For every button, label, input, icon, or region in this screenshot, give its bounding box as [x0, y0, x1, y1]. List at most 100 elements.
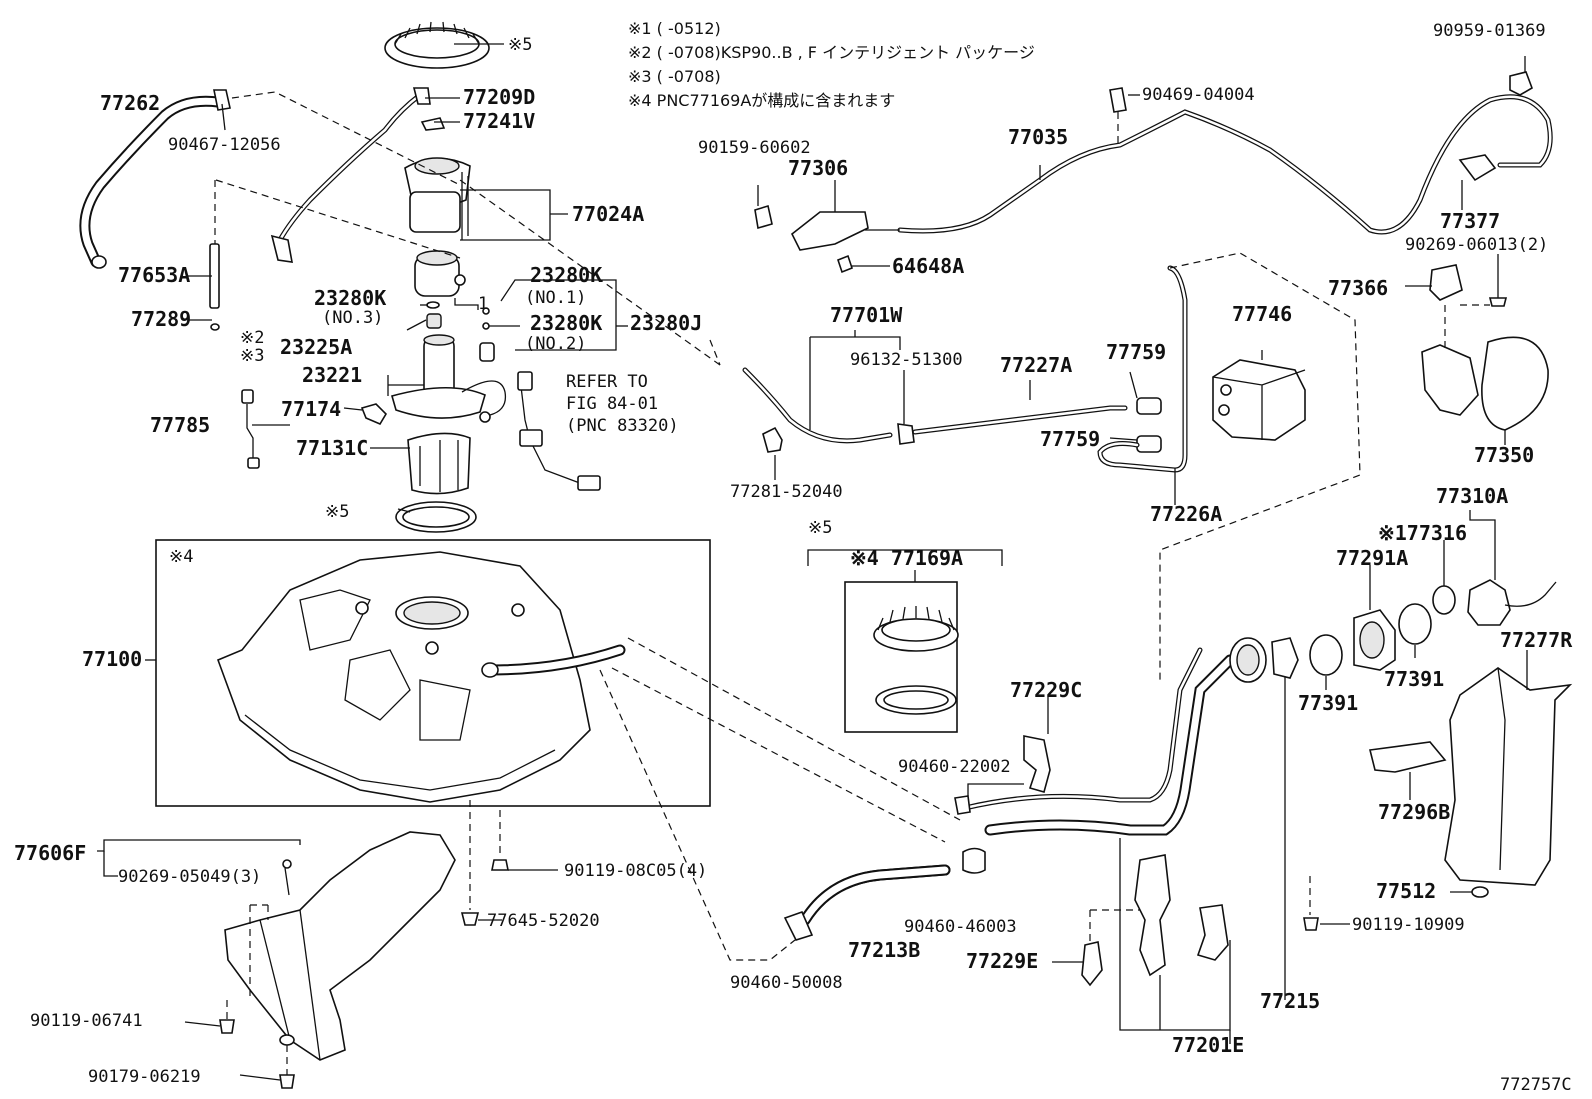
label-no3: (NO.3) [322, 308, 383, 328]
label-90469: 90469-04004 [1142, 85, 1255, 105]
label-23280K-no1: 23280K [530, 263, 602, 287]
label-4-box: ※4 [169, 547, 193, 567]
label-5-ring: ※5 [325, 502, 349, 522]
fuel-door-77350 [1481, 336, 1549, 431]
label-no2: (NO.2) [525, 334, 586, 354]
label-90119-10909: 90119-10909 [1352, 915, 1465, 935]
breather-lines [459, 179, 1361, 680]
hose-77759-a [1136, 397, 1162, 415]
label-77277R: 77277R [1500, 628, 1573, 652]
label-77785: 77785 [150, 413, 210, 437]
label-77350: 77350 [1474, 443, 1534, 467]
fuel-cap-77310A [1467, 579, 1511, 626]
label-90159: 90159-60602 [698, 138, 811, 158]
label-77209D: 77209D [463, 85, 535, 109]
refer-line-1: REFER TO [566, 372, 648, 392]
label-90959: 90959-01369 [1433, 21, 1546, 41]
callout-lines-pump [188, 43, 628, 513]
note-1: ※1 ( -0512) [628, 19, 721, 38]
label-77701W: 77701W [830, 303, 903, 327]
label-77391-b: 77391 [1384, 667, 1444, 691]
gasket-77391-b [1398, 603, 1432, 645]
label-90179: 90179-06219 [88, 1067, 201, 1087]
label-23221: 23221 [302, 363, 362, 387]
label-90460-22002: 90460-22002 [898, 757, 1011, 777]
clamp-90467 [213, 89, 231, 111]
label-77024A: 77024A [572, 202, 644, 226]
refer-line-3: (PNC 83320) [566, 416, 679, 436]
label-77310A: 77310A [1436, 484, 1508, 508]
label-77035: 77035 [1008, 125, 1068, 149]
grommet-90959 [1509, 71, 1533, 96]
tank-protector [97, 800, 558, 1089]
label-5-top: ※5 [508, 35, 532, 55]
gasket-77391-a [1309, 634, 1343, 676]
note-4: ※4 PNC77169Aが構成に含まれます [628, 91, 895, 110]
label-23225A: 23225A [280, 335, 352, 359]
plug-77512 [1471, 886, 1489, 898]
opener-cable [754, 56, 1553, 274]
o-ring-no3 [426, 301, 440, 309]
label-90460-46003: 90460-46003 [904, 917, 1017, 937]
hinge-box [1421, 344, 1479, 416]
fuel-tank-box [145, 539, 961, 843]
clamp-90469 [1109, 87, 1127, 113]
label-77262: 77262 [100, 91, 160, 115]
bracket-77229E [1081, 941, 1103, 987]
label-no1: (NO.1) [525, 288, 586, 308]
label-note2: ※2 [240, 328, 264, 348]
pump-body-cup [407, 432, 471, 495]
label-90269-06013: 90269-06013(2) [1405, 235, 1548, 255]
filler-pipe [599, 637, 1350, 1044]
label-77289: 77289 [131, 307, 191, 331]
label-77174: 77174 [281, 397, 341, 421]
fuel-pump-assembly [79, 21, 601, 533]
canister-77746 [1212, 359, 1306, 441]
bracket-77201E [1134, 854, 1171, 977]
footnotes: ※1 ( -0512) ※2 ( -0708)KSP90..B , F インテリ… [628, 19, 1035, 110]
clip-77296B [1369, 741, 1447, 773]
label-77645: 77645-52020 [487, 911, 600, 931]
label-one: 1 [478, 294, 488, 314]
label-77100: 77100 [82, 647, 142, 671]
label-77366: 77366 [1328, 276, 1388, 300]
o-ring-no1 [482, 307, 490, 315]
label-23280K-no2: 23280K [530, 311, 602, 335]
label-64648A: 64648A [892, 254, 964, 278]
regulator [426, 313, 442, 329]
label-77759-a: 77759 [1106, 340, 1166, 364]
hose-77759-b [1136, 435, 1162, 453]
label-90269-05049: 90269-05049(3) [118, 867, 261, 887]
clip-77174 [360, 403, 388, 426]
label-77281: 77281-52040 [730, 482, 843, 502]
label-77215: 77215 [1260, 989, 1320, 1013]
clamp-90460-46003 [962, 847, 986, 874]
label-77512: 77512 [1376, 879, 1436, 903]
refer-line-2: FIG 84-01 [566, 394, 658, 414]
label-77201E: 77201E [1172, 1033, 1244, 1057]
label-note3: ※3 [240, 346, 264, 366]
label-23280J: 23280J [630, 311, 702, 335]
label-77131C: 77131C [296, 436, 368, 460]
note-3: ※3 ( -0708) [628, 67, 721, 86]
label-77241V: 77241V [463, 109, 535, 133]
label-77213B: 77213B [848, 938, 920, 962]
sender-gauge [519, 429, 543, 447]
label-77377: 77377 [1440, 209, 1500, 233]
label-77227A: 77227A [1000, 353, 1072, 377]
o-ring-no2 [482, 322, 490, 330]
diagram-code: 772757C [1500, 1075, 1572, 1095]
label-77653A: 77653A [118, 263, 190, 287]
note-2: ※2 ( -0708)KSP90..B , F インテリジェント パッケージ [628, 43, 1035, 62]
label-4-77169A: ※4 77169A [850, 546, 963, 570]
label-77229E: 77229E [966, 949, 1038, 973]
label-77391-a: 77391 [1298, 691, 1358, 715]
label-96132: 96132-51300 [850, 350, 963, 370]
protector-77277R [1444, 667, 1573, 886]
wire-77785 [247, 457, 260, 469]
bracket-77229C [1023, 735, 1051, 793]
lever-77306 [790, 211, 869, 251]
label-77291A: 77291A [1336, 546, 1408, 570]
kit-77169A [807, 549, 1003, 733]
label-77306: 77306 [788, 156, 848, 180]
